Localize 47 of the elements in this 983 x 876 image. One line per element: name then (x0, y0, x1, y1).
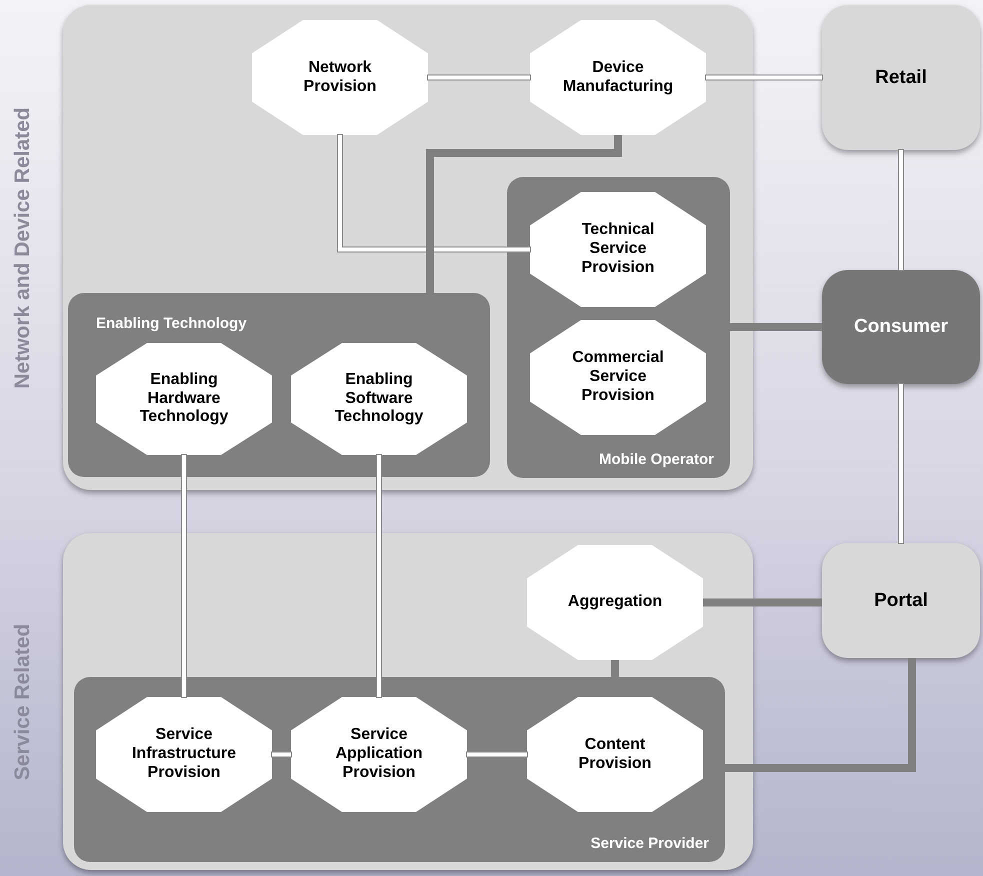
group-panel (68, 293, 490, 477)
node-label: Aggregation (566, 593, 664, 612)
group-label: Enabling Technology (96, 315, 247, 332)
node-label: Technical Service Provision (580, 221, 656, 278)
node-label: Commercial Service Provision (571, 349, 665, 406)
connector-line (725, 658, 916, 772)
rounded-box (822, 270, 980, 384)
process-octagon (530, 192, 706, 307)
process-octagon (96, 343, 272, 455)
node-label: Content Provision (578, 736, 652, 774)
process-octagon (252, 20, 428, 135)
node-label: Retail (875, 66, 927, 88)
node-label: Service Infrastructure Provision (130, 726, 238, 783)
group-panel (507, 177, 730, 478)
connector-line (899, 150, 903, 270)
rounded-box (822, 543, 980, 658)
node-label: Service Application Provision (334, 726, 424, 783)
node-label: Network Provision (302, 58, 378, 96)
group-label: Mobile Operator (598, 451, 714, 468)
node-label: Device Manufacturing (562, 58, 674, 96)
node-label: Enabling Software Technology (334, 370, 424, 428)
process-octagon (96, 697, 272, 812)
process-octagon (530, 20, 706, 135)
group-panel (74, 677, 725, 862)
connector-line (706, 76, 822, 80)
connector-line (730, 323, 822, 331)
connector-line (426, 135, 622, 293)
connector-line (899, 384, 903, 543)
connector-line (428, 76, 530, 80)
process-octagon (527, 545, 703, 660)
connector-line (338, 135, 530, 252)
connector-line (272, 752, 291, 756)
group-label: Network and Device Related (11, 106, 35, 388)
node-label: Consumer (854, 316, 948, 338)
rounded-box (822, 5, 980, 150)
group-label: Service Related (11, 623, 35, 780)
group-label: Service Provider (590, 835, 709, 852)
node-label: Portal (874, 590, 928, 612)
process-octagon (530, 320, 706, 435)
node-label: Enabling Hardware Technology (138, 370, 230, 428)
connector-line (182, 455, 186, 697)
process-octagon (527, 697, 703, 812)
connector-line (377, 455, 381, 697)
process-octagon (291, 343, 467, 455)
connector-line (467, 752, 527, 756)
process-octagon (291, 697, 467, 812)
connector-line (703, 598, 822, 606)
